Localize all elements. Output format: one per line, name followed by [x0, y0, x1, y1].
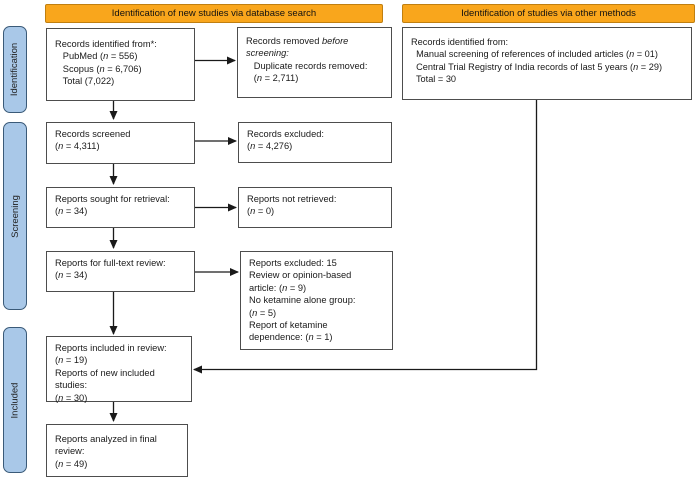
stage-identification: Identification [3, 26, 27, 113]
header-other-methods: Identification of studies via other meth… [402, 4, 695, 23]
header-database-search: Identification of new studies via databa… [45, 4, 383, 23]
box-reports-fulltext: Reports for full-text review:(n = 34) [46, 251, 195, 292]
stage-included-label: Included [9, 382, 21, 418]
box-reports-sought: Reports sought for retrieval:(n = 34) [46, 187, 195, 228]
stage-included: Included [3, 327, 27, 473]
stage-screening-label: Screening [9, 194, 21, 238]
box-reports-not-retrieved: Reports not retrieved:(n = 0) [238, 187, 392, 228]
box-reports-included: Reports included in review:(n = 19)Repor… [46, 336, 192, 403]
stage-screening: Screening [3, 122, 27, 310]
box-records-screened: Records screened(n = 4,311) [46, 122, 195, 164]
box-records-identified-db: Records identified from*: PubMed (n = 55… [46, 28, 195, 101]
box-records-excluded: Records excluded:(n = 4,276) [238, 122, 392, 163]
box-records-identified-other: Records identified from: Manual screenin… [402, 27, 692, 100]
stage-identification-label: Identification [9, 42, 21, 97]
